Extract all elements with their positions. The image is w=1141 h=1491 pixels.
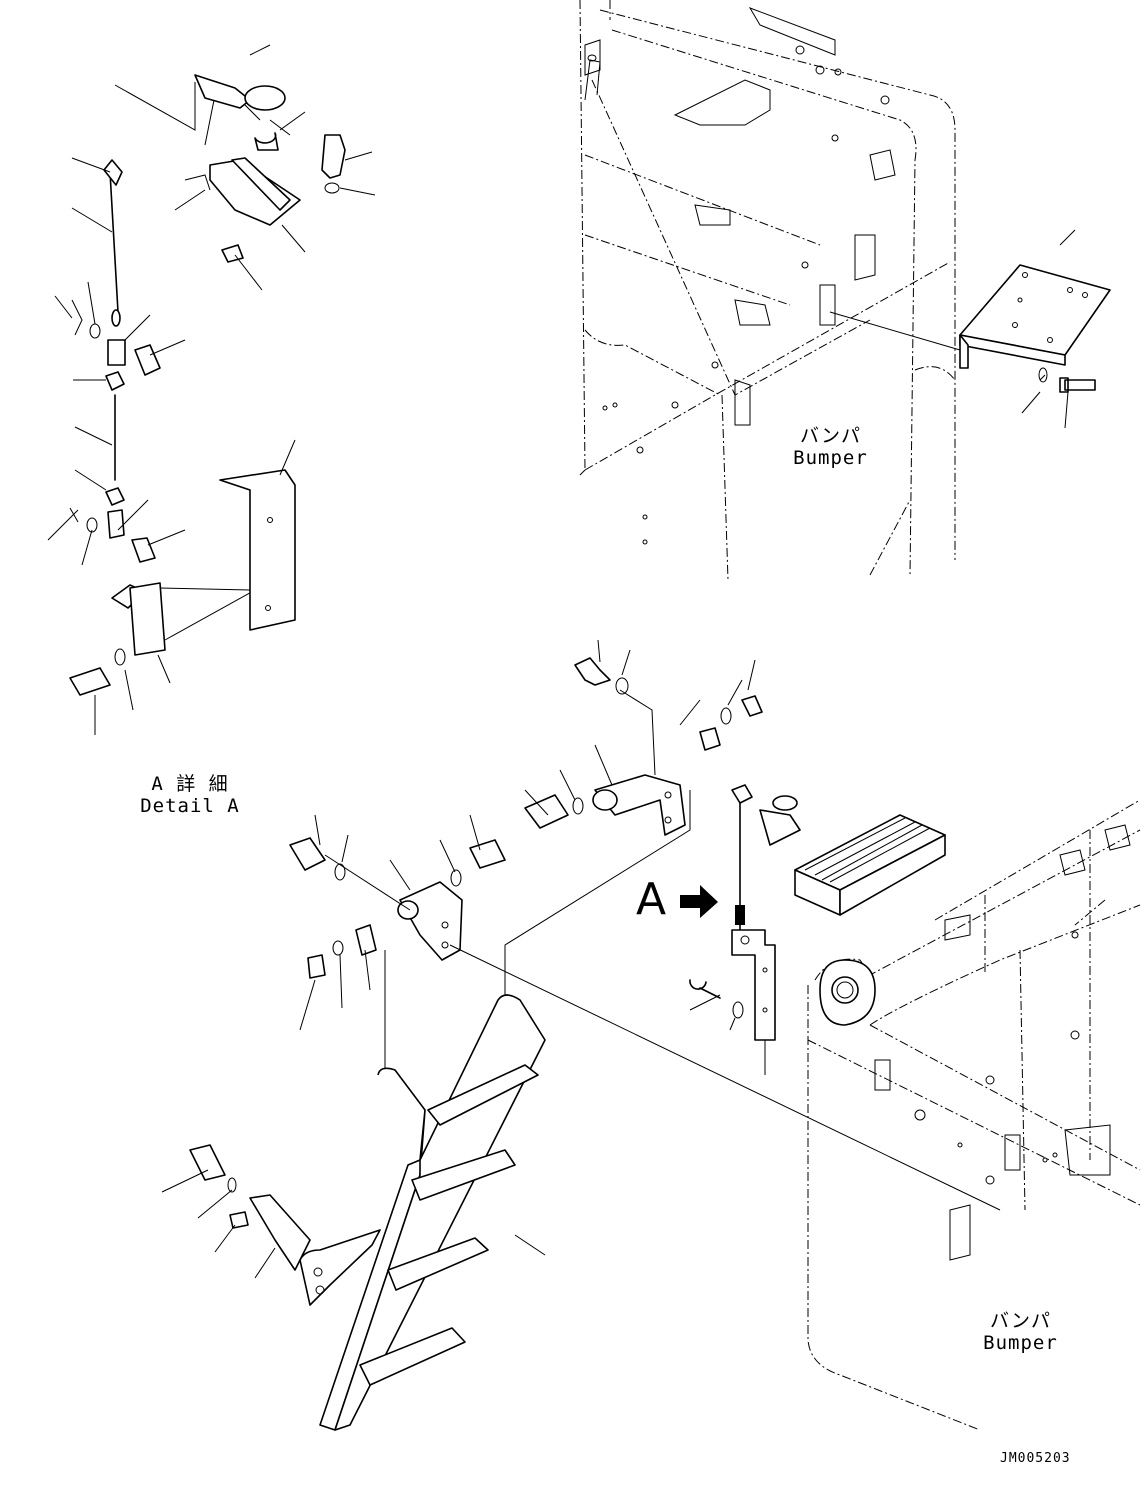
step-plate: [829, 229, 1111, 429]
ladder: [299, 994, 546, 1431]
bumper-label-top: バンパ Bumper: [788, 425, 873, 469]
view-callout-letter: A: [636, 874, 667, 925]
bumper-label-bottom-jp: バンパ: [990, 1310, 1051, 1332]
bumper-frame-top: [579, 0, 956, 581]
cable-assembly-right: [689, 784, 801, 1075]
wide-step: [794, 814, 946, 916]
hinge-hardware: [289, 639, 1001, 1211]
detail-a-assembly: [47, 44, 376, 735]
bumper-label-bottom-en: Bumper: [983, 1332, 1058, 1354]
lower-bracket: [161, 1144, 311, 1279]
detail-a-label-en: Detail A: [140, 795, 240, 817]
drawing-number: JM005203: [1000, 1451, 1071, 1466]
bumper-label-bottom: バンパ Bumper: [978, 1310, 1063, 1354]
detail-a-label-jp: A 詳 細: [151, 773, 229, 795]
bumper-label-top-jp: バンパ: [800, 425, 861, 447]
bumper-label-top-en: Bumper: [793, 447, 868, 469]
detail-a-label: A 詳 細 Detail A: [140, 773, 240, 817]
view-arrow-icon: [680, 885, 718, 918]
bumper-frame-bottom: [807, 799, 1141, 1431]
